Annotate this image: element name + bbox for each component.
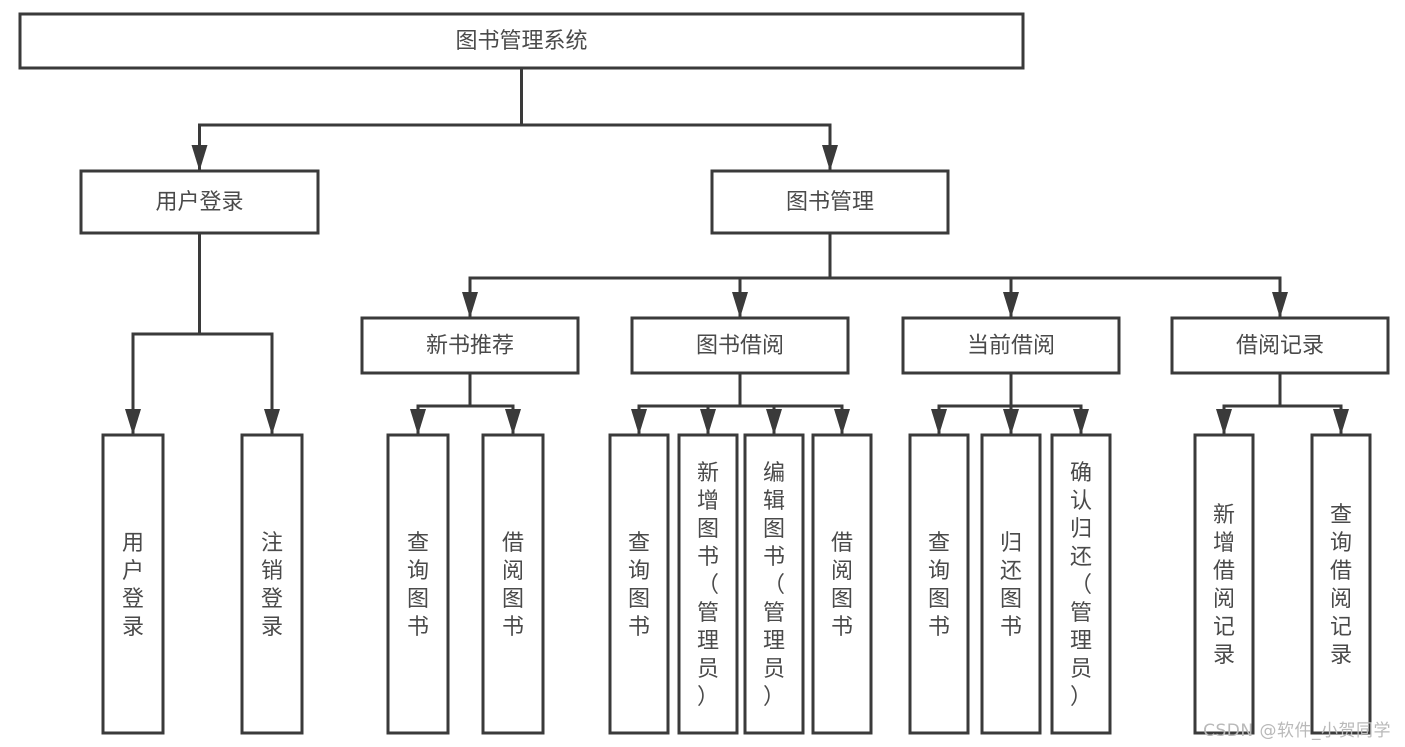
node-label: 用户登录 (122, 531, 144, 640)
node-label: 新增借阅记录 (1213, 503, 1235, 668)
node-label: 借阅图书 (502, 531, 524, 640)
node-leaf-logout[interactable]: 注销登录 (240, 433, 304, 735)
node-leaf-confirm-return[interactable]: 确认归还（管理员） (1050, 433, 1112, 735)
node-box[interactable] (240, 433, 304, 735)
node-new-book-recommend[interactable]: 新书推荐 (360, 316, 580, 375)
connector-arrowhead (732, 292, 748, 318)
node-leaf-return-book[interactable]: 归还图书 (980, 433, 1042, 735)
connector-arrowhead (191, 145, 208, 171)
node-box[interactable] (980, 433, 1042, 735)
connector-arrowhead (1216, 409, 1232, 435)
node-box[interactable] (743, 433, 805, 735)
node-box[interactable] (1170, 316, 1390, 375)
node-box[interactable] (481, 433, 545, 735)
node-book-borrow[interactable]: 图书借阅 (630, 316, 850, 375)
node-box[interactable] (811, 433, 873, 735)
node-label: 用户登录 (155, 190, 243, 215)
node-leaf-borrow-book-2[interactable]: 借阅图书 (811, 433, 873, 735)
connector-arrowhead (834, 409, 850, 435)
node-box[interactable] (901, 316, 1121, 375)
node-box[interactable] (18, 12, 1025, 70)
node-borrow-record[interactable]: 借阅记录 (1170, 316, 1390, 375)
node-label: 查询图书 (628, 531, 650, 640)
node-leaf-query-book-2[interactable]: 查询图书 (608, 433, 670, 735)
node-root-title[interactable]: 图书管理系统 (18, 12, 1025, 70)
node-leaf-query-record[interactable]: 查询借阅记录 (1310, 433, 1372, 735)
connector-arrowhead (1003, 409, 1019, 435)
connector-arrowhead (700, 409, 716, 435)
node-user-login[interactable]: 用户登录 (79, 169, 320, 235)
node-box[interactable] (710, 169, 950, 235)
node-leaf-add-book[interactable]: 新增图书（管理员） (677, 433, 739, 735)
connector-arrowhead (1333, 409, 1349, 435)
node-label: 新增图书（管理员） (697, 461, 719, 710)
node-label: 借阅图书 (831, 531, 853, 640)
node-leaf-add-record[interactable]: 新增借阅记录 (1193, 433, 1255, 735)
node-box[interactable] (101, 433, 165, 735)
node-layer: 图书管理系统用户登录图书管理新书推荐图书借阅当前借阅借阅记录用户登录注销登录查询… (18, 12, 1390, 735)
connector-arrowhead (505, 409, 521, 435)
node-label: 图书管理系统 (455, 29, 587, 54)
connector-arrowhead (766, 409, 782, 435)
node-current-borrow[interactable]: 当前借阅 (901, 316, 1121, 375)
connector-arrowhead (264, 409, 280, 435)
node-box[interactable] (608, 433, 670, 735)
node-box[interactable] (360, 316, 580, 375)
node-box[interactable] (908, 433, 970, 735)
node-label: 图书管理 (786, 190, 874, 215)
node-box[interactable] (630, 316, 850, 375)
node-leaf-query-book-1[interactable]: 查询图书 (386, 433, 450, 735)
node-leaf-user-login[interactable]: 用户登录 (101, 433, 165, 735)
node-box[interactable] (1050, 433, 1112, 735)
node-box[interactable] (1310, 433, 1372, 735)
node-label: 图书借阅 (696, 334, 784, 359)
node-leaf-borrow-book-1[interactable]: 借阅图书 (481, 433, 545, 735)
connector-arrowhead (1003, 292, 1019, 318)
node-box[interactable] (79, 169, 320, 235)
connector-arrowhead (1272, 292, 1288, 318)
node-label: 确认归还（管理员） (1070, 461, 1092, 710)
connector-arrowhead (1073, 409, 1089, 435)
node-leaf-edit-book[interactable]: 编辑图书（管理员） (743, 433, 805, 735)
connector-arrowhead (931, 409, 947, 435)
node-box[interactable] (1193, 433, 1255, 735)
node-label: 当前借阅 (967, 334, 1055, 359)
node-leaf-query-book-3[interactable]: 查询图书 (908, 433, 970, 735)
node-label: 查询图书 (407, 531, 429, 640)
node-label: 新书推荐 (426, 334, 514, 359)
node-label: 查询图书 (928, 531, 950, 640)
node-label: 借阅记录 (1236, 334, 1324, 359)
node-box[interactable] (677, 433, 739, 735)
watermark-label: CSDN @软件_小贺同学 (1203, 721, 1391, 741)
connector-layer (125, 66, 1349, 437)
node-label: 查询借阅记录 (1330, 503, 1352, 668)
node-label: 注销登录 (261, 531, 283, 640)
connector-arrowhead (125, 409, 141, 435)
connector-arrowhead (410, 409, 426, 435)
node-label: 归还图书 (1000, 531, 1022, 640)
node-book-manage[interactable]: 图书管理 (710, 169, 950, 235)
connector-arrowhead (822, 145, 838, 171)
node-box[interactable] (386, 433, 450, 735)
connector-arrowhead (631, 409, 647, 435)
node-label: 编辑图书（管理员） (763, 461, 785, 710)
connector-arrowhead (462, 292, 478, 318)
